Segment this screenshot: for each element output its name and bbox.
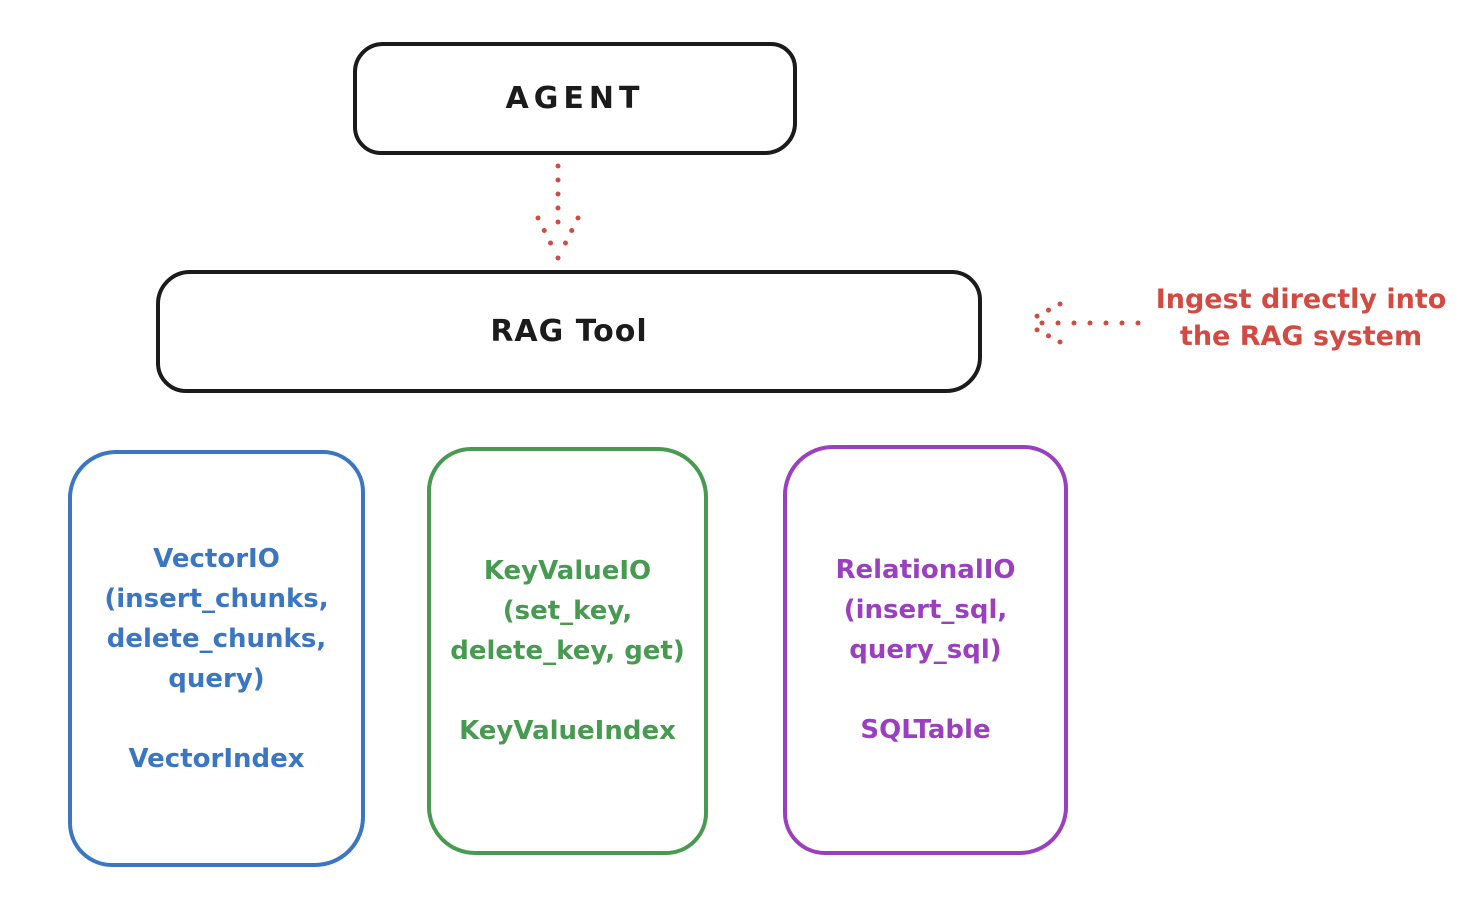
agent-to-rag-dotted-arrow-icon: [535, 163, 581, 261]
annotation-dotted-arrow-icon: [1023, 301, 1141, 345]
ingest-annotation-line1: Ingest directly into: [1155, 284, 1447, 315]
relational-io-box: RelationalIO (insert_sql, query_sql) SQL…: [783, 445, 1068, 855]
rag-tool-label: RAG Tool: [490, 314, 648, 349]
ingest-annotation: Ingest directly into the RAG system: [1133, 281, 1469, 355]
vector-io-line: (insert_chunks,: [104, 583, 329, 614]
keyvalue-io-line: (set_key,: [502, 596, 633, 626]
vector-index-label: VectorIndex: [128, 743, 305, 774]
agent-box-label: AGENT: [505, 81, 645, 116]
relational-io-line: query_sql): [849, 635, 1002, 665]
keyvalue-io-box: KeyValueIO (set_key, delete_key, get) Ke…: [427, 447, 708, 855]
vector-io-line: query): [168, 663, 265, 694]
keyvalue-index-label: KeyValueIndex: [459, 716, 676, 746]
relational-io-line: RelationalIO: [835, 555, 1016, 585]
vector-io-line: delete_chunks,: [106, 623, 327, 654]
rag-tool-box: RAG Tool: [156, 270, 982, 393]
keyvalue-io-line: KeyValueIO: [483, 556, 652, 586]
keyvalue-io-line: delete_key, get): [450, 636, 685, 666]
relational-io-line: (insert_sql,: [843, 595, 1008, 625]
vector-io-line: VectorIO: [153, 543, 280, 574]
vector-io-box: VectorIO (insert_chunks, delete_chunks, …: [68, 450, 365, 867]
sql-table-label: SQLTable: [860, 715, 991, 745]
ingest-annotation-line2: the RAG system: [1179, 321, 1423, 352]
agent-box: AGENT: [353, 42, 797, 155]
